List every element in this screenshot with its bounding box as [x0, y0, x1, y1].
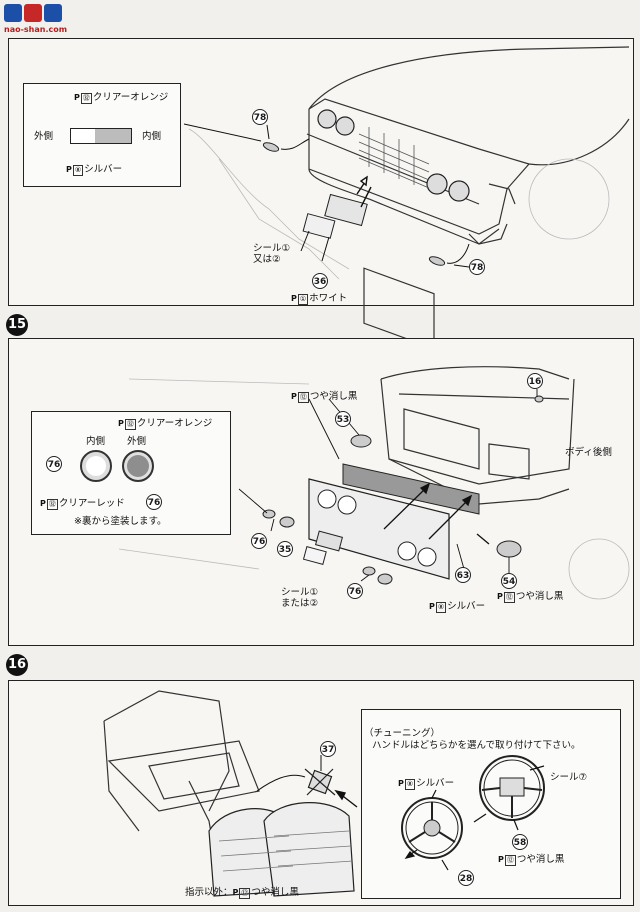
logo-site-text: nao-shan.com: [4, 25, 68, 34]
tuning-title: （チューニング）: [364, 728, 441, 739]
part-number-63: 63: [455, 567, 471, 583]
tuning-instruction: ハンドルはどちらかを選んで取り付けて下さい。: [372, 740, 581, 751]
part-number-35: 35: [277, 541, 293, 557]
car-front-illustration: [183, 46, 630, 350]
car-rear-illustration: [118, 366, 630, 600]
step-number-16: 16: [6, 654, 28, 676]
inset15-note: ※裏から塗装します。: [74, 516, 167, 527]
part-number-58: 58: [512, 834, 528, 850]
inset-right-label: 内側: [142, 131, 162, 142]
inset15-outer-label: 外側: [127, 436, 147, 447]
site-logo: nao-shan.com: [4, 4, 70, 36]
inset15-inner-label: 内側: [86, 436, 106, 447]
logo-emblem: [4, 4, 64, 22]
interior-illustration: [103, 690, 358, 897]
body-rear-label: ボディ後側: [565, 447, 612, 458]
part-number-53: 53: [335, 411, 351, 427]
part-number-28: 28: [458, 870, 474, 886]
part-number-36: 36: [312, 273, 328, 289]
inset15-part-76-left: 76: [46, 456, 62, 472]
part-number-76-a: 76: [251, 533, 267, 549]
inset-left-label: 外側: [34, 131, 54, 142]
part-number-16: 16: [527, 373, 543, 389]
lens-inner-clear: [80, 450, 112, 482]
part-number-54: 54: [501, 573, 517, 589]
part-number-76-b: 76: [347, 583, 363, 599]
tuning-inset: （チューニング） ハンドルはどちらかを選んで取り付けて下さい。: [361, 709, 621, 899]
part-number-78-bottom: 78: [469, 259, 485, 275]
steering-wheels: [401, 755, 545, 871]
inset15-part-76-right: 76: [146, 494, 162, 510]
lens-outer-orange: [122, 450, 154, 482]
step-number-15: 15: [6, 314, 28, 336]
part-number-78-top: 78: [252, 109, 268, 125]
part-number-37: 37: [320, 741, 336, 757]
tuning-seal-label: シール⑦: [550, 772, 588, 783]
lens-cross-section: [70, 128, 132, 144]
